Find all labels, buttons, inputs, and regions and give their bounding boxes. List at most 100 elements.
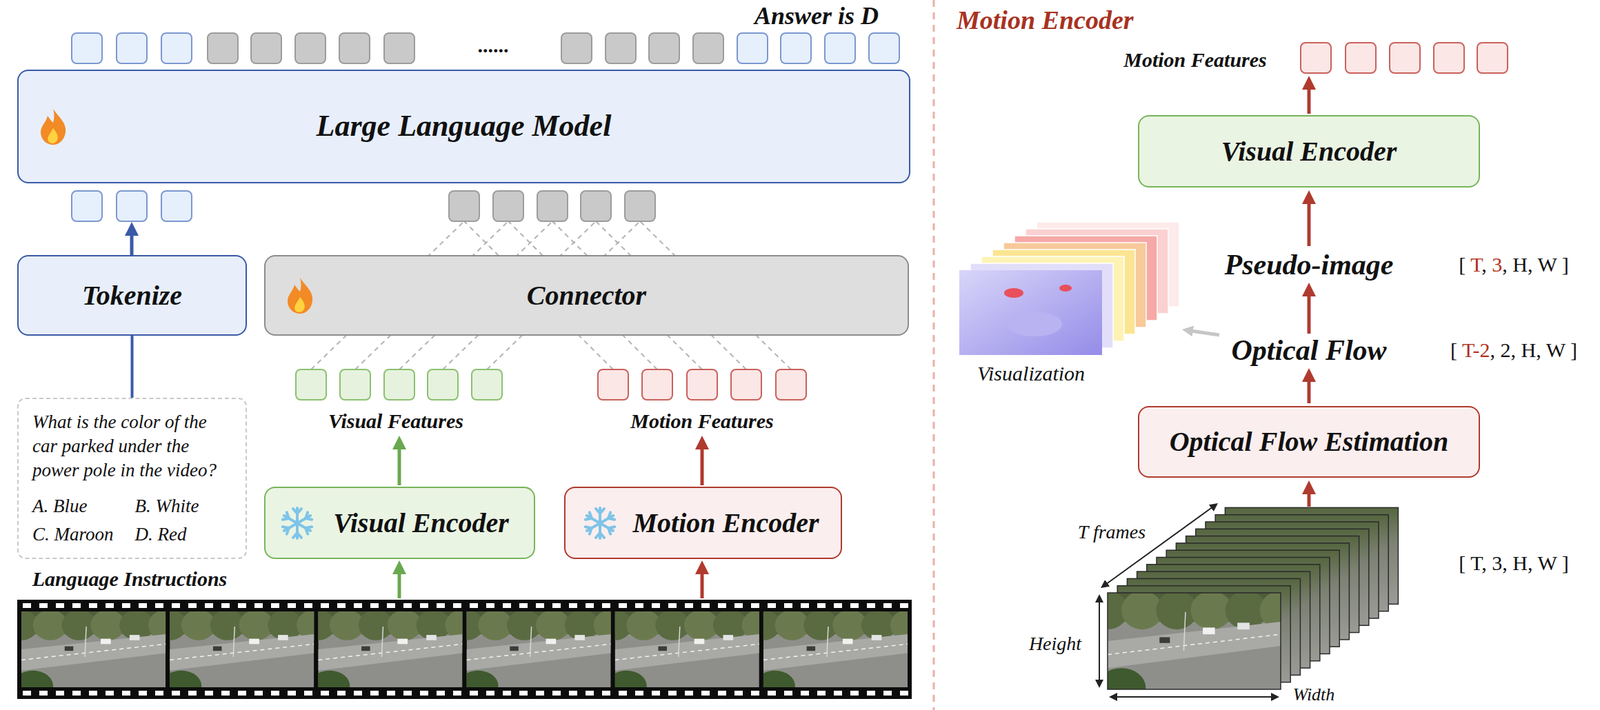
sprocket-hole <box>420 603 429 609</box>
option-grid: A. BlueB. WhiteC. MaroonD. Red <box>32 494 232 547</box>
car <box>806 646 816 652</box>
road <box>21 634 166 672</box>
token-square <box>624 191 656 222</box>
video-frame <box>169 611 314 688</box>
sprocket-hole <box>519 691 528 696</box>
token-square <box>731 369 762 400</box>
snow-stroke <box>595 533 605 538</box>
token-square <box>868 33 900 64</box>
bush <box>615 671 647 688</box>
option-text: D. Red <box>135 522 233 547</box>
sprocket-hole <box>254 603 263 609</box>
sprocket-hole <box>784 691 793 696</box>
projection-line <box>508 221 658 370</box>
bush <box>1107 668 1146 690</box>
ellipsis: ...... <box>477 33 509 58</box>
flow-blob <box>1004 288 1024 298</box>
feature-label: Motion Features <box>630 409 774 434</box>
bush <box>317 671 350 688</box>
shape-text: [ <box>1450 338 1463 362</box>
car <box>397 639 408 645</box>
car <box>509 646 519 652</box>
sprocket-hole <box>155 603 164 609</box>
car <box>1159 637 1170 643</box>
dimension-label: T frames <box>1077 521 1146 544</box>
shape-text: [ <box>1458 253 1471 276</box>
sprocket-hole <box>22 603 32 609</box>
car <box>277 635 289 641</box>
snow-stroke <box>293 533 302 538</box>
snowflake-icon <box>579 502 621 545</box>
sprocket-hole <box>55 691 65 696</box>
llm-block: Large Language Model <box>17 69 911 184</box>
token-square <box>580 191 612 222</box>
option-text: A. Blue <box>32 494 130 519</box>
dimension-arrow <box>1112 696 1276 698</box>
flow-arrow <box>1307 288 1312 334</box>
box-title: Large Language Model <box>316 108 612 145</box>
token-square <box>1345 42 1376 74</box>
sprocket-hole <box>651 603 660 609</box>
car <box>361 646 371 652</box>
sprocket-hole <box>271 603 280 609</box>
snow-stroke <box>585 512 594 523</box>
sprocket-hole <box>552 691 561 696</box>
car <box>871 635 883 641</box>
sprocket-hole <box>817 603 826 609</box>
sprocket-hole <box>552 603 561 609</box>
car <box>1202 627 1216 635</box>
flow-arrow <box>397 441 402 486</box>
sprocket-hole <box>420 691 429 696</box>
sprocket-hole <box>734 691 743 696</box>
flame-inner <box>47 128 58 144</box>
sprocket-hole <box>668 691 677 696</box>
sprocket-hole <box>486 603 495 609</box>
sprocket-hole <box>800 691 809 696</box>
sprocket-hole <box>568 603 578 609</box>
flame-outer <box>40 108 66 145</box>
shape-text: , H, W ] <box>1502 253 1569 276</box>
sprocket-hole <box>138 691 147 696</box>
icon-group <box>287 277 313 314</box>
video-frame <box>615 611 760 688</box>
box-title: Optical Flow Estimation <box>1169 426 1449 458</box>
power-pole <box>381 626 383 658</box>
token-square <box>537 191 568 222</box>
sprocket-hole <box>237 603 247 609</box>
flow-arrow <box>397 566 402 599</box>
sprocket-hole <box>304 603 313 609</box>
token-square <box>384 33 415 64</box>
sprocket-hole <box>254 691 263 696</box>
flow-visualization <box>959 222 1180 356</box>
sprocket-hole <box>651 691 660 696</box>
film-strip <box>4 600 925 702</box>
feature-label: Motion Features <box>1123 48 1267 73</box>
sprocket-hole <box>138 603 147 609</box>
car <box>100 639 112 645</box>
sprocket-hole <box>237 691 247 696</box>
token-square <box>448 191 480 222</box>
output-caption: Answer is D <box>754 2 879 31</box>
token-square <box>561 33 592 64</box>
sprocket-hole <box>55 603 65 609</box>
snow-stroke <box>595 508 605 514</box>
token-square <box>427 369 458 400</box>
highlighted-dimension: T <box>1470 253 1482 276</box>
box-title: Connector <box>526 280 647 312</box>
snow-arm <box>584 511 616 534</box>
power-pole <box>826 626 829 658</box>
car <box>1237 622 1250 630</box>
video-frame <box>466 611 612 688</box>
sprocket-hole <box>900 603 909 609</box>
flow-estimation-box: Optical Flow Estimation <box>1137 406 1480 478</box>
road <box>466 634 612 672</box>
sprocket-hole <box>833 603 843 609</box>
snow-stroke <box>606 524 615 534</box>
car <box>546 639 557 645</box>
sprocket-hole <box>155 691 164 696</box>
flow-arrow <box>130 227 134 256</box>
sprocket-hole <box>817 691 826 696</box>
sprocket-hole <box>88 603 98 609</box>
sprocket-hole <box>866 603 876 609</box>
